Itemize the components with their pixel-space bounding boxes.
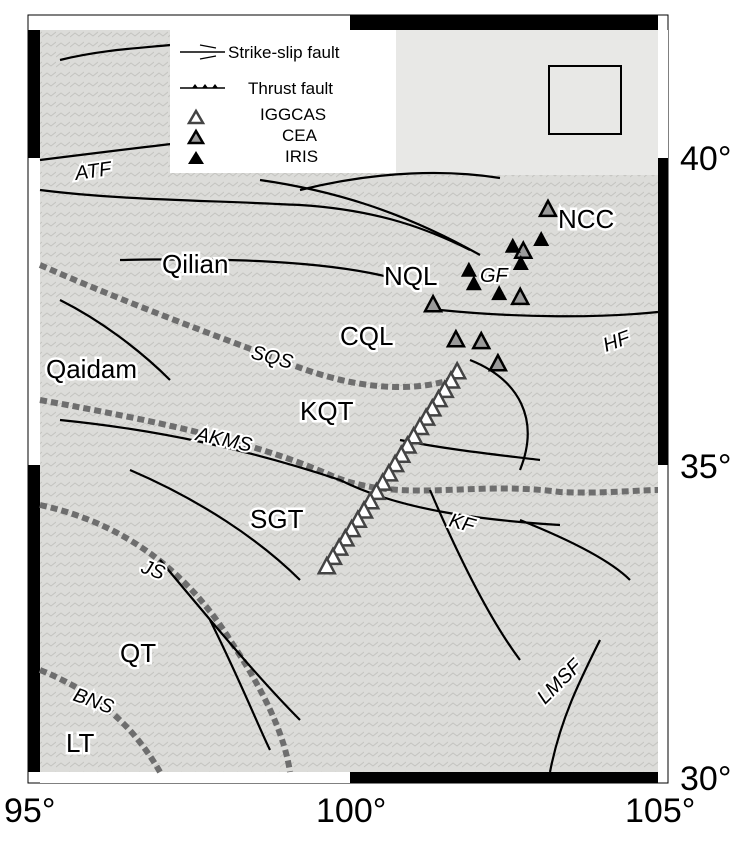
inset-area (396, 30, 658, 175)
label-nql: NQL (384, 261, 437, 291)
lat-tick-30: 30° (680, 760, 731, 798)
lon-tick-95: 95° (4, 792, 55, 830)
label-qaidam: Qaidam (46, 354, 137, 384)
label-ncc: NCC (558, 204, 614, 234)
legend-iggcas: IGGCAS (260, 105, 326, 124)
iris-station (491, 285, 508, 301)
legend-thrust: Thrust fault (248, 79, 333, 98)
inset-box (548, 65, 622, 135)
label-kqt: KQT (300, 396, 354, 426)
legend-strike-slip: Strike-slip fault (228, 43, 340, 62)
legend: Strike-slip fault Thrust fault IGGCAS CE… (170, 30, 396, 173)
cea-station (445, 328, 466, 348)
cea-station (422, 293, 444, 313)
label-gf: GF (480, 265, 510, 287)
cea-triangle-icon (186, 128, 206, 145)
iris-station (533, 231, 550, 247)
legend-iris: IRIS (285, 147, 318, 166)
label-qilian: Qilian (162, 249, 228, 279)
cea-station (471, 330, 492, 350)
cea-station (537, 198, 559, 218)
iggcas-station (316, 555, 337, 575)
label-cql: CQL (340, 321, 393, 351)
iggcas-triangle-icon (186, 108, 206, 125)
lat-tick-35: 35° (680, 448, 731, 486)
map-frame (27, 14, 669, 784)
lon-tick-105: 105° (625, 792, 695, 830)
legend-cea: CEA (282, 126, 318, 145)
iris-station (512, 255, 529, 271)
label-qt: QT (120, 638, 156, 668)
iris-station (504, 237, 521, 253)
cea-station (510, 286, 531, 306)
label-lt: LT (66, 728, 95, 758)
label-sgt: SGT (250, 504, 304, 534)
iris-station (460, 261, 477, 277)
cea-station (487, 352, 509, 372)
iris-station (465, 275, 482, 291)
iris-triangle-icon (188, 151, 204, 164)
lat-tick-40: 40° (680, 140, 731, 178)
lon-tick-100: 100° (316, 792, 386, 830)
station-layer (316, 198, 559, 575)
